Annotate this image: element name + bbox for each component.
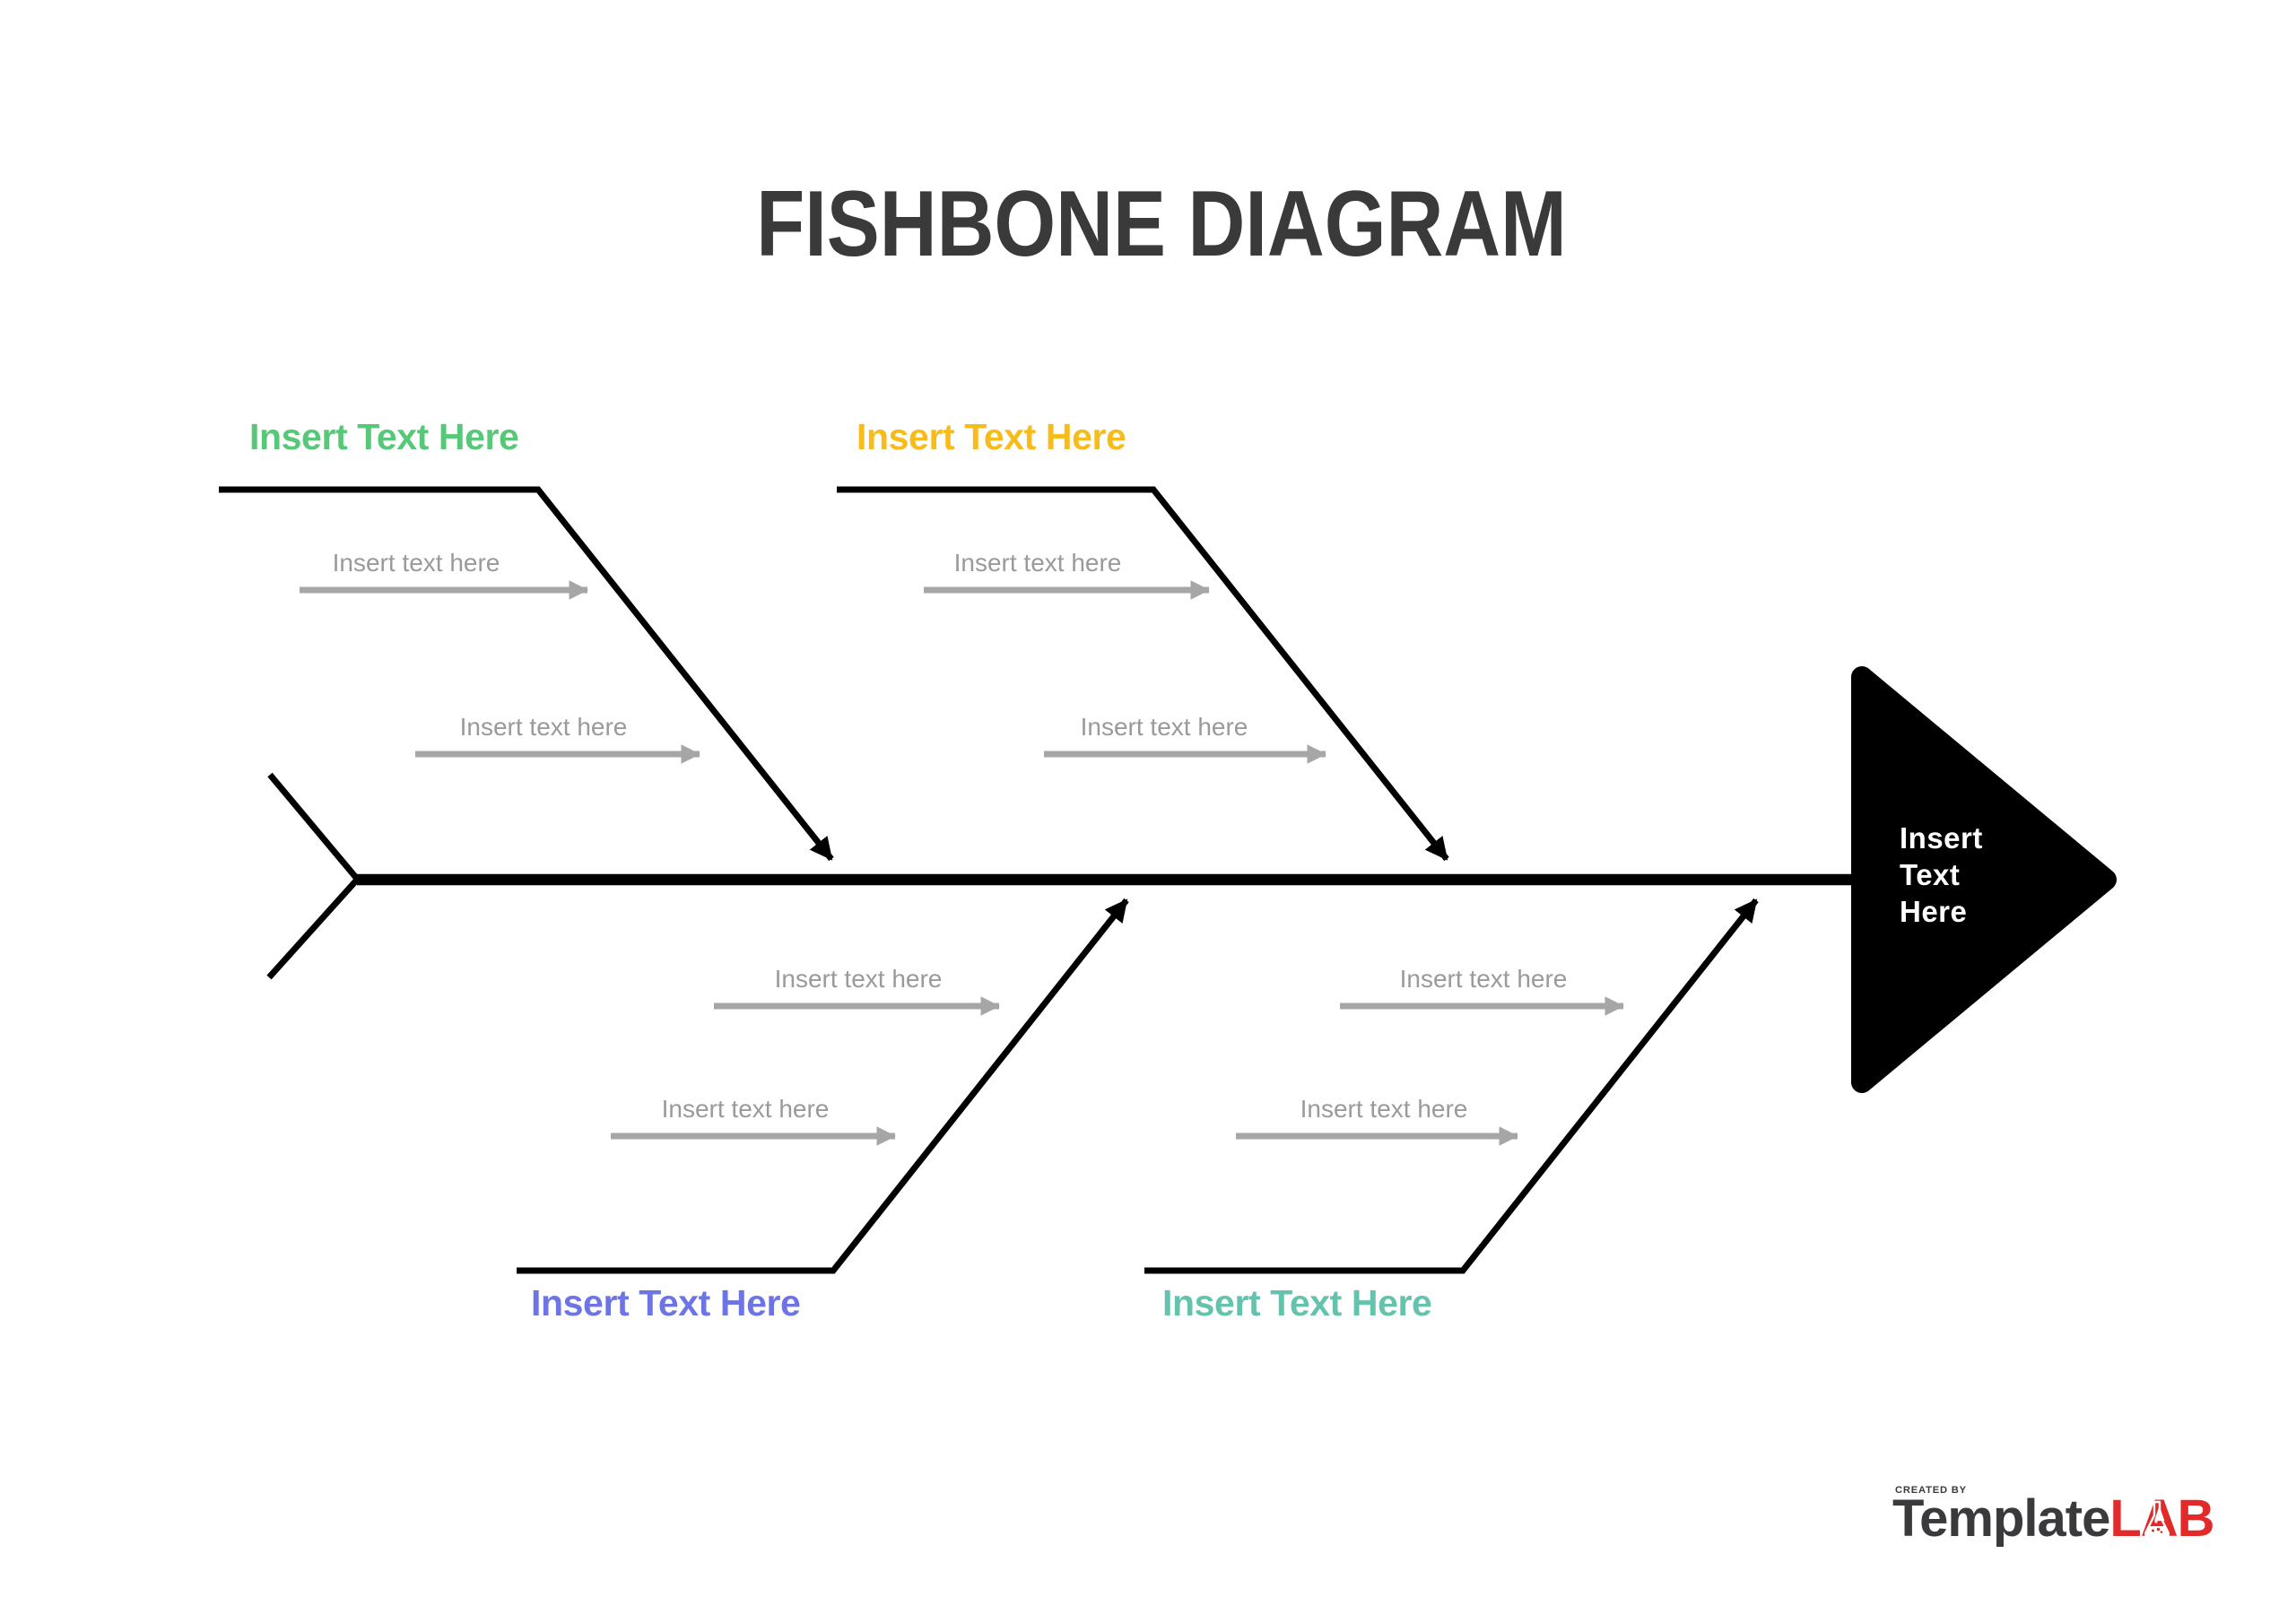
svg-text:Insert text here: Insert text here (1081, 713, 1248, 741)
svg-text:Insert text here: Insert text here (1400, 965, 1568, 993)
svg-text:Insert Text Here: Insert Text Here (531, 1282, 800, 1324)
svg-text:Insert Text Here: Insert Text Here (249, 416, 518, 457)
svg-text:Insert Text Here: Insert Text Here (1162, 1282, 1431, 1324)
svg-text:Insert text here: Insert text here (954, 549, 1122, 577)
svg-text:Text: Text (1900, 858, 1960, 891)
svg-text:Insert text here: Insert text here (662, 1095, 830, 1123)
svg-text:Insert text here: Insert text here (333, 549, 500, 577)
svg-text:FISHBONE DIAGRAM: FISHBONE DIAGRAM (756, 172, 1567, 275)
svg-text:Insert text here: Insert text here (775, 965, 943, 993)
svg-text:TemplateLAB: TemplateLAB (1892, 1489, 2214, 1548)
svg-text:Insert: Insert (1900, 821, 1983, 855)
svg-text:Insert Text Here: Insert Text Here (857, 416, 1126, 457)
svg-text:Here: Here (1900, 895, 1967, 928)
svg-text:CREATED BY: CREATED BY (1895, 1485, 1967, 1496)
svg-text:Insert text here: Insert text here (460, 713, 628, 741)
svg-text:Insert text here: Insert text here (1300, 1095, 1468, 1123)
